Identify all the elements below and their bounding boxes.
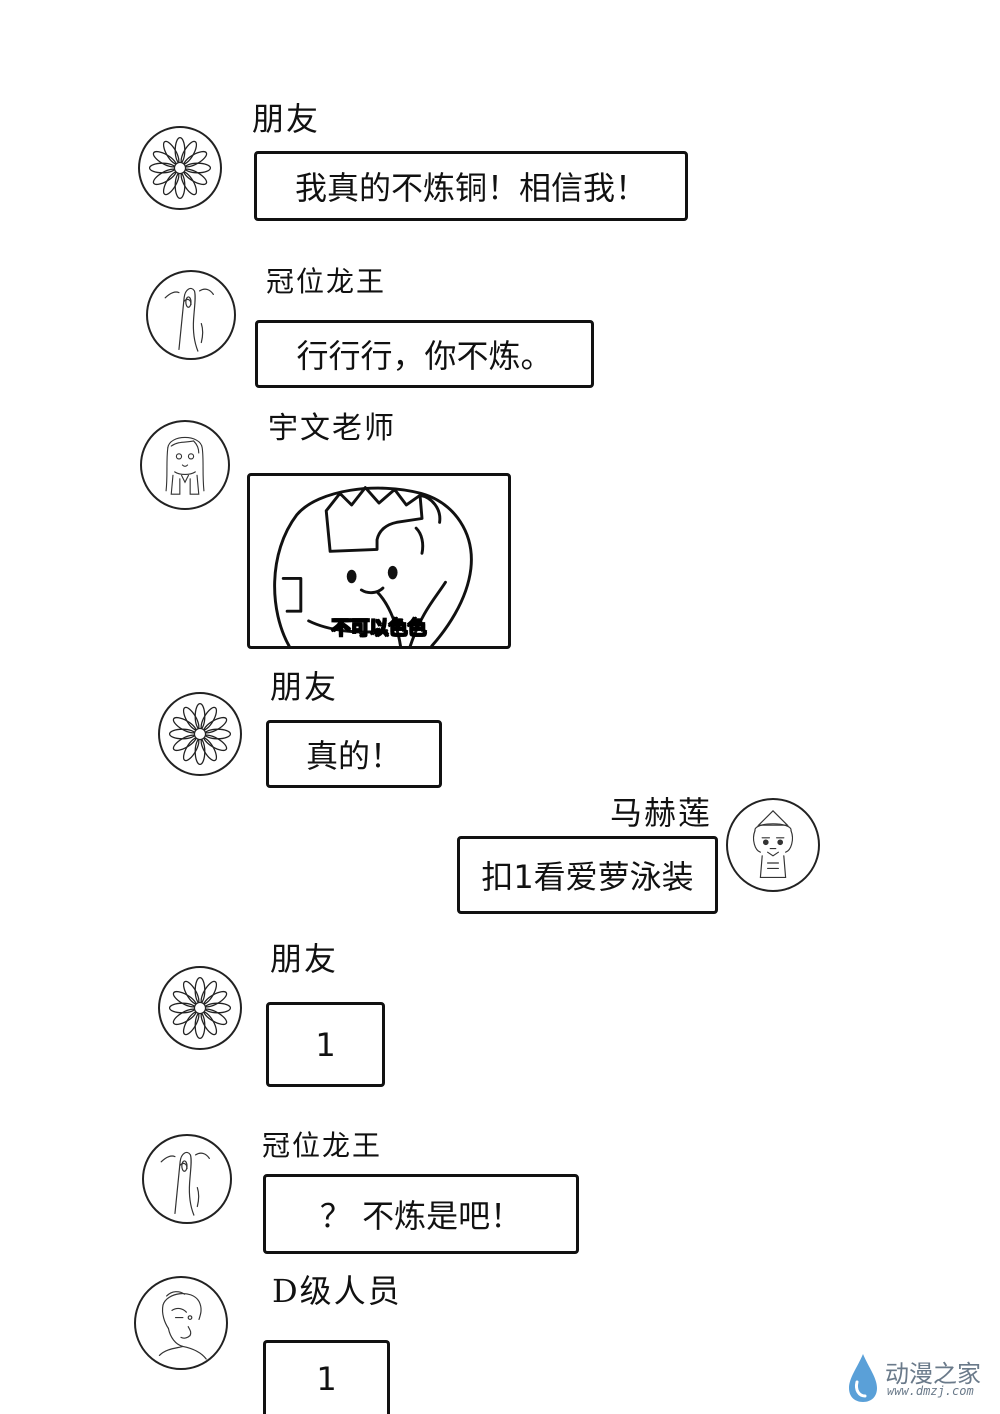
man-avatar-icon[interactable] [134,1276,228,1370]
watermark-url: www.dmzj.com [887,1384,974,1398]
dragon-claw-avatar-icon[interactable] [142,1134,232,1224]
water-drop-logo-icon [849,1354,877,1402]
message-text: 1 [315,1025,336,1064]
flower-avatar-icon[interactable] [158,692,242,776]
sticker-image[interactable]: 不可以色色 [247,473,511,649]
sender-name: 马赫莲 [610,794,713,832]
message-text: 行行行，你不炼。 [296,337,553,375]
watermark: 动漫之家 www.dmzj.com [845,1350,995,1406]
dragon-claw-avatar-icon[interactable] [146,270,236,360]
message-bubble: 我真的不炼铜！相信我！ [254,151,688,221]
message-text: 扣1看爱萝泳装 [481,858,694,896]
message-bubble: 真的！ [266,720,442,788]
girl-avatar-icon[interactable] [140,420,230,510]
sender-name: 朋友 [252,100,321,138]
cartoon-character-icon [273,486,473,646]
chibi-avatar-icon[interactable] [726,798,820,892]
sender-name: 宇文老师 [268,411,396,446]
sender-name: 冠位龙王 [266,265,387,298]
flower-avatar-icon[interactable] [158,966,242,1050]
message-bubble: 扣1看爱萝泳装 [457,836,718,914]
message-text: ？ 不炼是吧！ [319,1197,523,1235]
message-bubble: 1 [263,1340,390,1414]
watermark-title: 动漫之家 [885,1360,981,1388]
message-bubble: ？ 不炼是吧！ [263,1174,579,1254]
sender-name: 冠位龙王 [262,1129,383,1162]
message-text: 我真的不炼铜！相信我！ [294,169,647,207]
sender-name: 朋友 [270,668,339,706]
message-text: 真的！ [305,737,402,775]
message-bubble: 1 [266,1002,385,1087]
sender-name: D级人员 [272,1272,402,1310]
sender-name: 朋友 [270,940,339,978]
flower-avatar-icon[interactable] [138,126,222,210]
message-bubble: 行行行，你不炼。 [255,320,594,388]
sticker-caption: 不可以色色 [331,617,427,640]
message-text: 1 [316,1359,337,1398]
